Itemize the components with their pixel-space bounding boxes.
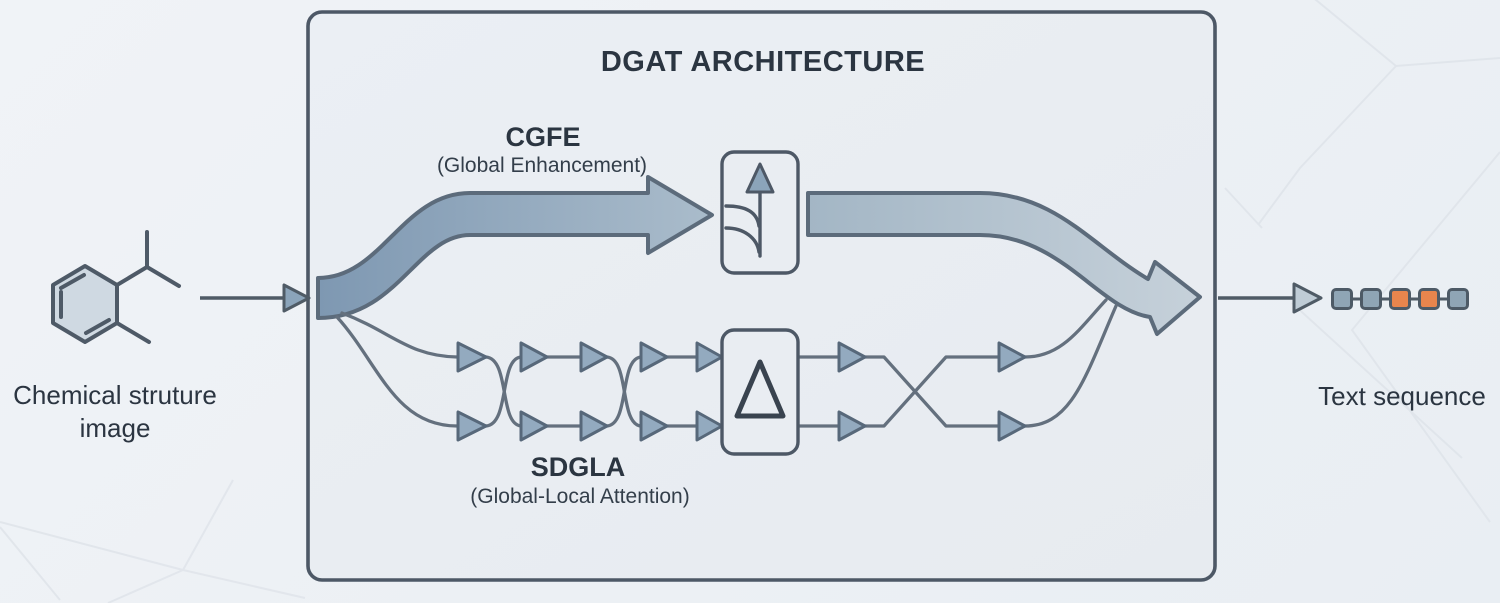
token-square — [1447, 288, 1469, 310]
cgfe-module-box — [720, 150, 800, 275]
delta-icon — [734, 359, 786, 419]
input-arrow-icon — [200, 283, 311, 313]
token-square — [1389, 288, 1411, 310]
sdgla-subtitle: (Global-Local Attention) — [470, 485, 690, 508]
cgfe-label: CGFE — [505, 122, 581, 152]
token-sequence-icon — [1331, 288, 1469, 310]
sdgla-module-box — [720, 328, 800, 456]
architecture-panel — [306, 10, 1217, 582]
sdgla-branch-lines — [335, 311, 459, 428]
benzene-structure-icon — [51, 230, 181, 344]
cgfe-subtitle: (Global Enhancement) — [436, 154, 648, 177]
sdgla-connector-lines — [484, 298, 1118, 428]
input-label-line1: Chemical struture — [13, 380, 217, 410]
input-label-line2: image — [79, 413, 151, 443]
output-arrow-icon — [1218, 282, 1323, 314]
token-square — [1331, 288, 1353, 310]
input-label: Chemical struture image — [13, 379, 217, 445]
token-square — [1360, 288, 1382, 310]
output-flow-band — [806, 191, 1202, 336]
token-square — [1418, 288, 1440, 310]
output-label: Text sequence — [1318, 381, 1486, 411]
sdgla-label: SDGLA — [530, 452, 626, 482]
attention-node-icons — [456, 341, 1027, 442]
diagram-title: DGAT ARCHITECTURE — [600, 46, 926, 78]
merge-up-arrow-icon — [724, 162, 775, 258]
cgfe-flow-band — [316, 175, 714, 320]
